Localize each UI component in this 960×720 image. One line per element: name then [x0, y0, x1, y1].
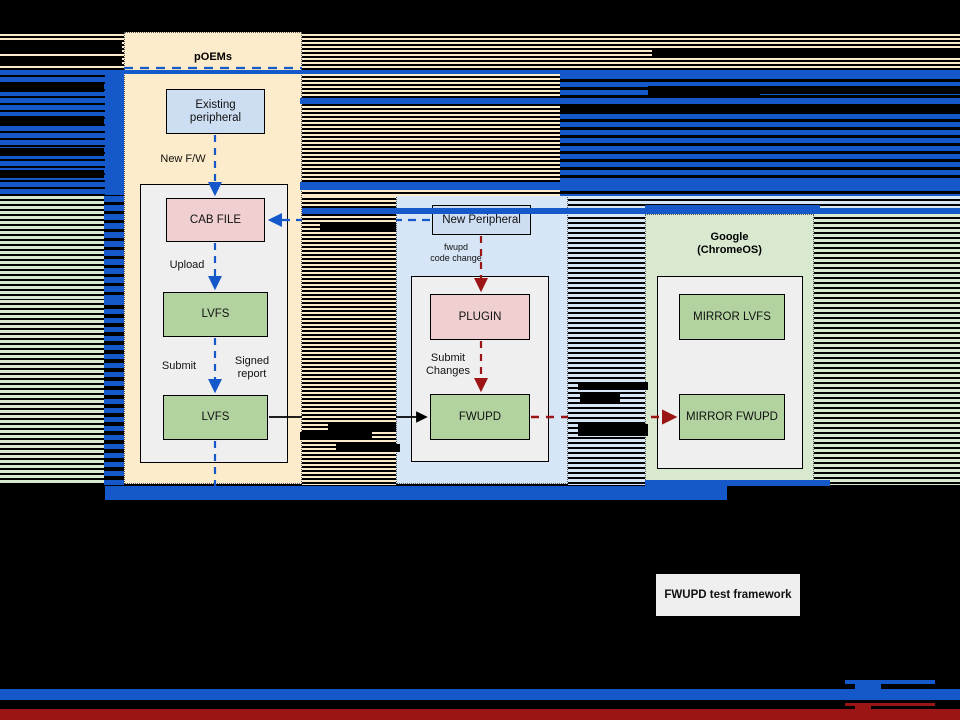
edge-label-fwupd-code-change: fwupd code change: [418, 242, 494, 264]
edge-label-submit-changes: Submit Changes: [418, 352, 478, 378]
node-fwupd-label: FWUPD: [458, 410, 502, 423]
edge-label-new-fw: New F/W: [160, 153, 206, 165]
edge-label-submit: Submit: [161, 360, 197, 372]
edge-label-signed-report-line1: Signed: [234, 355, 270, 367]
panel-plugin-title-line1: Plugin Developers/: [432, 151, 532, 163]
panel-google-title-line1: Google: [710, 231, 749, 243]
node-lvfs-signed[interactable]: LVFS: [163, 395, 268, 440]
node-mirror-lvfs[interactable]: MIRROR LVFS: [679, 294, 785, 340]
edge-label-submit-changes-line1: Submit: [430, 352, 466, 364]
edge-label-fwupd-code-change-line2: code change: [430, 253, 482, 263]
node-mirror-fwupd[interactable]: MIRROR FWUPD: [679, 394, 785, 440]
glitch-band-red-bottom: [0, 709, 960, 720]
node-lvfs-upload[interactable]: LVFS: [163, 292, 268, 337]
glitch-band-blue-bottom: [0, 689, 960, 700]
edge-label-signed-report-line2: report: [237, 368, 267, 380]
legend-fwupd-test-framework: FWUPD test framework: [656, 574, 800, 616]
glitch-band-red-knob: [855, 703, 871, 714]
edge-label-submit-changes-line2: Changes: [425, 365, 471, 377]
node-new-peripheral[interactable]: New Peripheral: [432, 205, 531, 235]
node-plugin[interactable]: PLUGIN: [430, 294, 530, 340]
node-cab-file-label: CAB FILE: [189, 213, 242, 226]
glitch-band-red-tick: [845, 703, 935, 706]
node-lvfs-signed-label: LVFS: [201, 411, 230, 423]
node-new-peripheral-label: New Peripheral: [442, 213, 521, 226]
glitch-band-blue-tick: [845, 680, 935, 684]
panel-google-title-line2: (ChromeOS): [697, 244, 762, 256]
node-cab-file[interactable]: CAB FILE: [166, 198, 265, 242]
node-existing-peripheral[interactable]: Existing peripheral: [166, 89, 265, 134]
node-mirror-lvfs-label: MIRROR LVFS: [693, 310, 771, 323]
node-mirror-fwupd-label: MIRROR FWUPD: [686, 410, 778, 423]
node-lvfs-upload-label: LVFS: [201, 308, 230, 320]
panel-poems-title: pOEMs: [194, 51, 232, 63]
glitch-band-blue-mid: [105, 486, 727, 500]
edge-label-signed-report: Signed report: [224, 355, 280, 381]
glitch-band-blue-knob: [855, 684, 881, 698]
edge-label-upload: Upload: [169, 259, 205, 271]
node-existing-peripheral-line2: peripheral: [189, 111, 242, 124]
edge-label-fwupd-code-change-line1: fwupd: [443, 242, 469, 252]
panel-plugin-title-line2: Chipset Vendors: [438, 164, 526, 176]
node-plugin-label: PLUGIN: [458, 310, 502, 323]
node-existing-peripheral-line1: Existing: [195, 98, 236, 111]
node-fwupd[interactable]: FWUPD: [430, 394, 530, 440]
